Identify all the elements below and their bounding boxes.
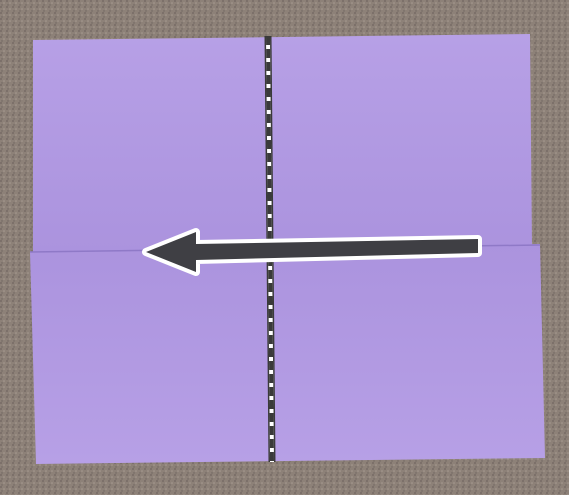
paper-top-panel (33, 34, 532, 252)
paper-bottom-panel (30, 244, 545, 464)
